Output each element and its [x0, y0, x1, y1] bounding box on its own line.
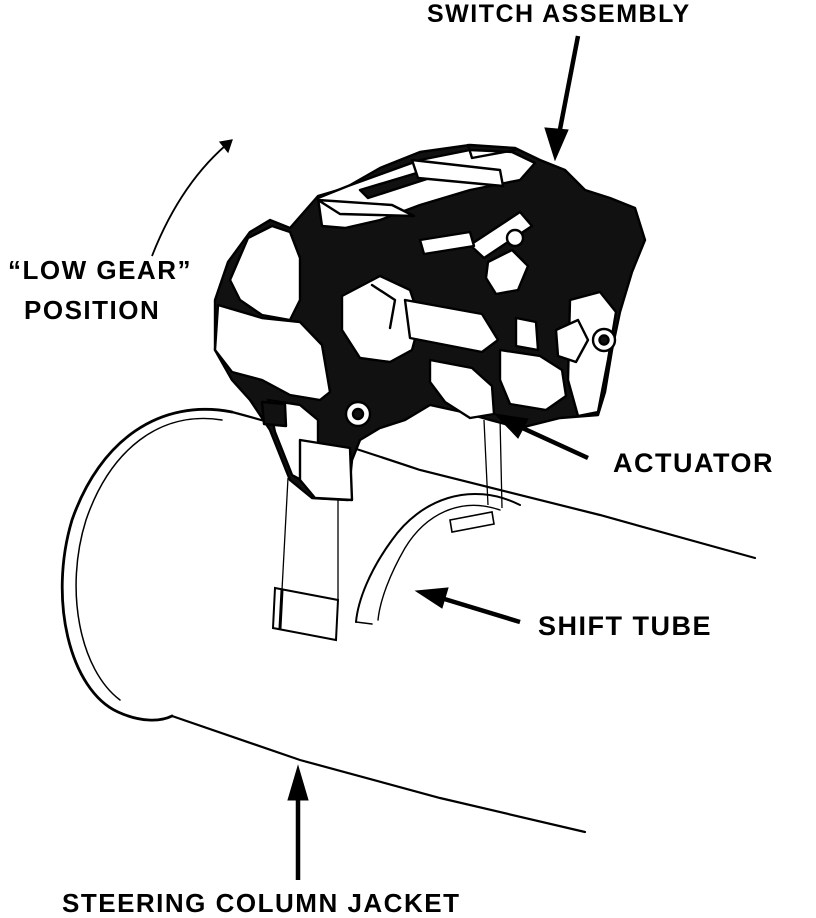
rotation-arrow [151, 139, 233, 257]
shift-tube-slot [449, 511, 495, 533]
shift-tube-rim-inner [377, 504, 501, 621]
actuator-block [498, 348, 568, 412]
jacket-end-rim-inner [75, 417, 223, 701]
left-foot [298, 438, 354, 502]
shift-tube [271, 492, 521, 642]
actuator-label: ACTUATOR [613, 448, 774, 478]
switch-assembly [213, 143, 647, 502]
jacket-bottom-edge [170, 714, 587, 834]
position-label: POSITION [24, 295, 161, 325]
callout-arrows [287, 35, 589, 880]
middle-bracket [340, 274, 422, 364]
switch-assembly-label: SWITCH ASSEMBLY [427, 0, 691, 28]
top-tab-right [410, 158, 505, 188]
low-gear-label: “LOW GEAR” [8, 255, 192, 285]
shift-tube-rim [355, 492, 521, 623]
shift-tube-label: SHIFT TUBE [538, 611, 712, 641]
middle-slider [403, 298, 500, 354]
left-lower-panel [213, 303, 332, 402]
jacket-end-rim [60, 407, 234, 722]
jacket-tab [271, 586, 340, 642]
actuator-arm [428, 358, 496, 420]
left-panel [228, 224, 302, 322]
alignment-lines [281, 417, 503, 600]
rotation-arrowhead [218, 139, 233, 154]
top-tab-left [316, 198, 416, 218]
steering-column-jacket-label: STEERING COLUMN JACKET [62, 888, 461, 918]
